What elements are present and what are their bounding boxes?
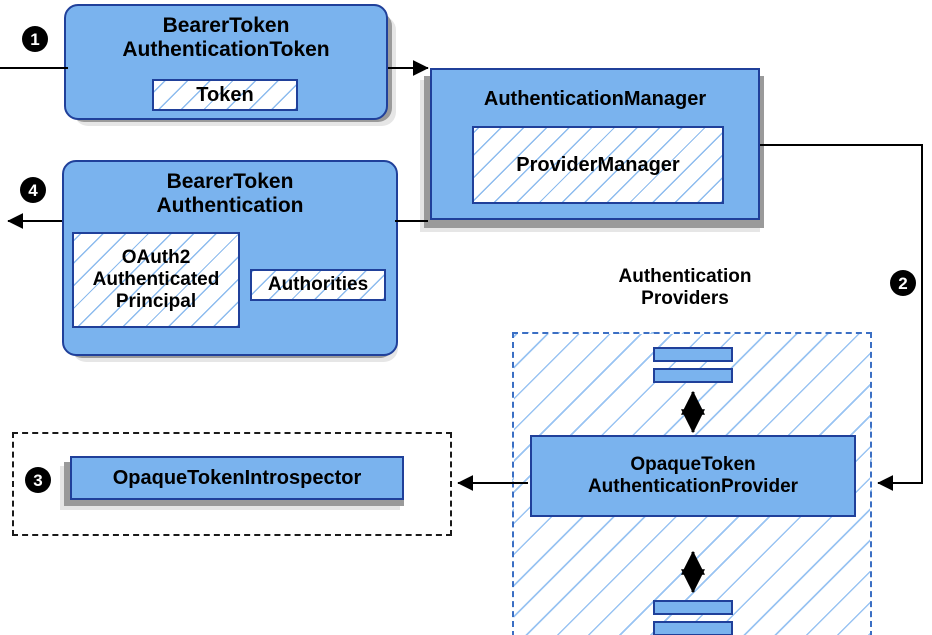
provider-stack-bar-bottom-2 xyxy=(653,621,733,635)
opaque-token-authentication-provider-title: OpaqueToken AuthenticationProvider xyxy=(587,454,799,497)
provider-stack-bar-bottom-1 xyxy=(653,600,733,615)
opaque-token-introspector-title: OpaqueTokenIntrospector xyxy=(112,466,362,489)
step-marker-3: 3 xyxy=(25,467,51,493)
oauth2-authenticated-principal-box[interactable]: OAuth2 Authenticated Principal xyxy=(72,232,240,328)
bearer-token-authentication-token-title: BearerToken AuthenticationToken xyxy=(122,14,330,62)
opaque-token-authentication-provider[interactable]: OpaqueToken AuthenticationProvider xyxy=(530,435,856,517)
provider-stack-bar-top-2 xyxy=(653,368,733,383)
provider-manager-box[interactable]: ProviderManager xyxy=(472,126,724,204)
authentication-manager-title: AuthenticationManager xyxy=(483,88,707,110)
authorities-box[interactable]: Authorities xyxy=(250,269,386,301)
authentication-providers-caption: Authentication Providers xyxy=(618,266,752,309)
introspector-group xyxy=(12,432,452,536)
step-marker-2: 2 xyxy=(890,270,916,296)
provider-stack-bar-top-1 xyxy=(653,347,733,362)
step-marker-4: 4 xyxy=(20,177,46,203)
opaque-token-introspector[interactable]: OpaqueTokenIntrospector xyxy=(70,456,404,500)
step-marker-1: 1 xyxy=(22,26,48,52)
bearer-token-authentication-title: BearerToken Authentication xyxy=(156,170,304,218)
token-box[interactable]: Token xyxy=(152,79,298,111)
